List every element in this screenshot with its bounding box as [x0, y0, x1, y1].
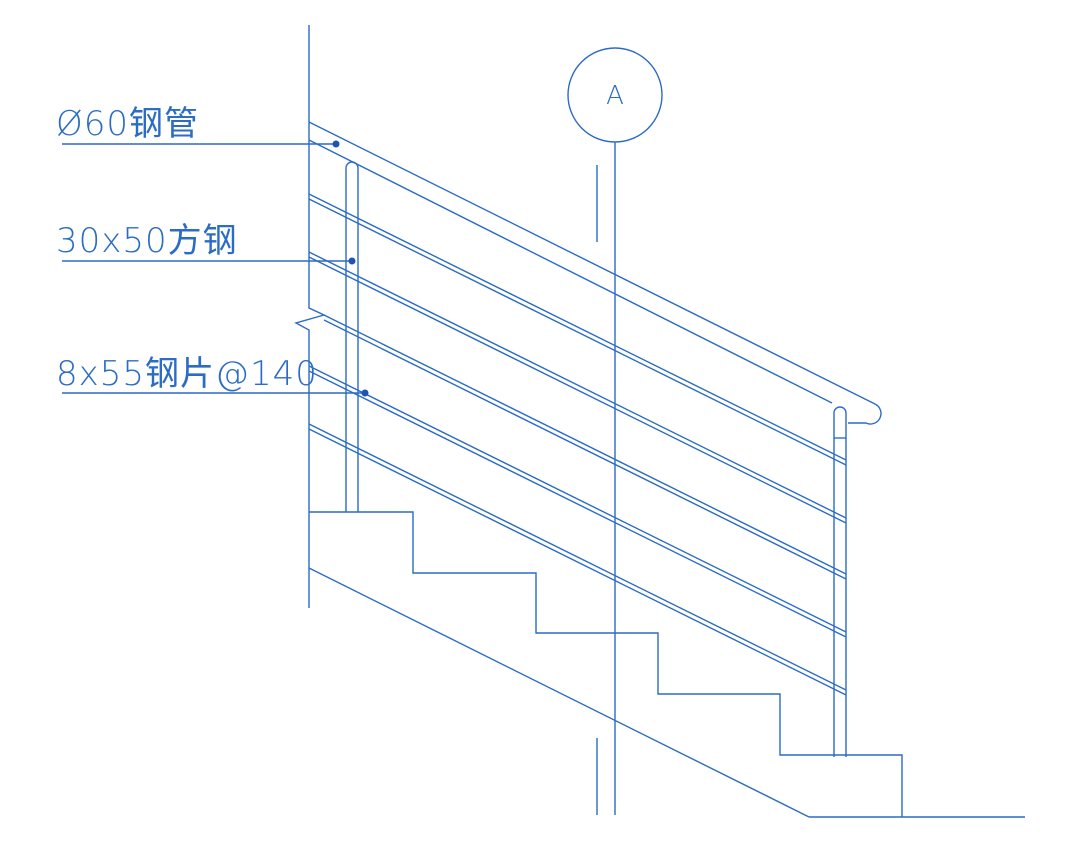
steel-bar-4: [308, 365, 847, 638]
grid-axis-label: A: [606, 81, 624, 111]
label-square-steel: 30x50方钢: [56, 221, 238, 261]
leader-square-steel: 30x50方钢: [56, 221, 356, 265]
steel-bar-2: [308, 251, 847, 524]
label-pipe: Ø60钢管: [56, 104, 199, 144]
leader-dot-square-steel: [348, 257, 356, 265]
leader-dot-steel-plate: [361, 389, 369, 397]
stair-steps: [308, 511, 1025, 818]
steel-bar-5: [308, 423, 847, 696]
leader-dot-pipe: [332, 140, 340, 148]
right-post: [833, 406, 847, 757]
wall-line: [294, 25, 326, 608]
steel-bar-1: [308, 193, 847, 466]
left-post: [345, 161, 359, 512]
steel-bar-3: [323, 314, 847, 580]
leader-steel-plate: 8x55钢片@140: [56, 354, 369, 397]
steel-bars: [308, 193, 847, 696]
leader-pipe: Ø60钢管: [56, 104, 340, 148]
handrail-pipe: [308, 121, 882, 425]
grid-axis-a: A: [567, 47, 663, 815]
label-steel-plate: 8x55钢片@140: [56, 354, 318, 394]
